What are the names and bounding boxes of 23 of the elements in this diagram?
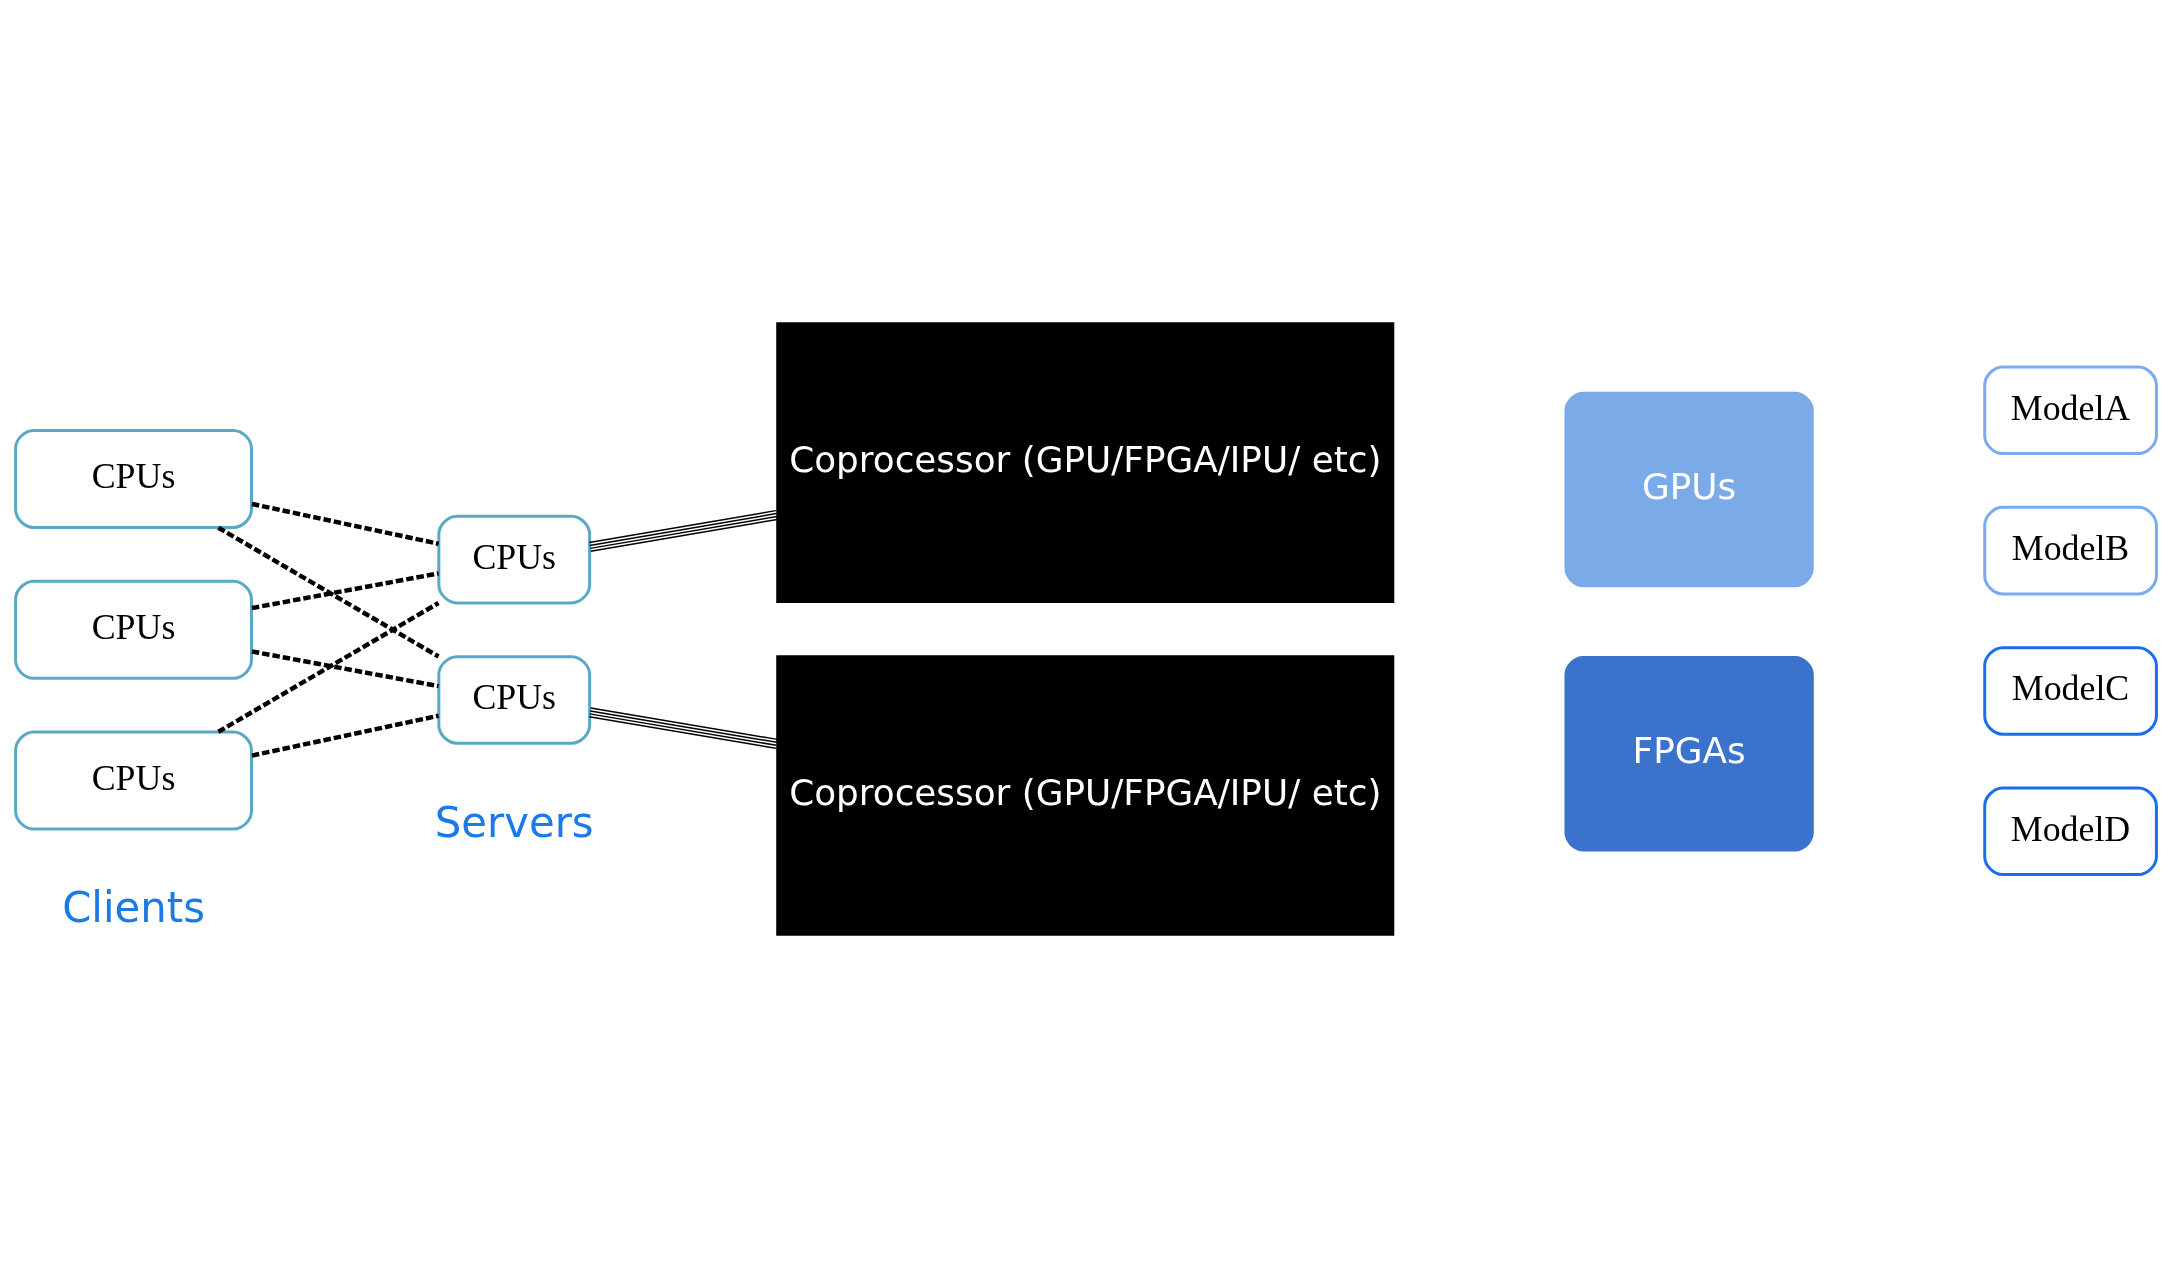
connector — [217, 525, 440, 658]
connector — [251, 713, 440, 758]
connector — [251, 648, 439, 688]
node-box: ModelB — [1983, 505, 2158, 595]
node-box: ModelD — [1983, 786, 2158, 876]
node-box: ModelA — [1983, 365, 2158, 455]
connector — [251, 570, 439, 610]
node-box: ModelC — [1983, 645, 2158, 736]
label: Servers — [434, 797, 594, 847]
node-box: GPUs — [1564, 391, 1814, 587]
label: Clients — [62, 882, 205, 932]
node-box: CPUs — [14, 730, 253, 831]
node-box: FPGAs — [1564, 655, 1814, 851]
connector — [588, 509, 779, 552]
node-box: CPUs — [437, 514, 592, 604]
connector — [588, 706, 779, 749]
node-box: Coprocessor (GPU/FPGA/IPU/ etc) — [776, 654, 1395, 936]
connector — [217, 600, 440, 734]
node-box: CPUs — [14, 579, 253, 680]
node-box: Coprocessor (GPU/FPGA/IPU/ etc) — [776, 321, 1395, 603]
connector — [251, 501, 440, 546]
node-box: CPUs — [437, 654, 592, 745]
node-box: CPUs — [14, 428, 253, 529]
